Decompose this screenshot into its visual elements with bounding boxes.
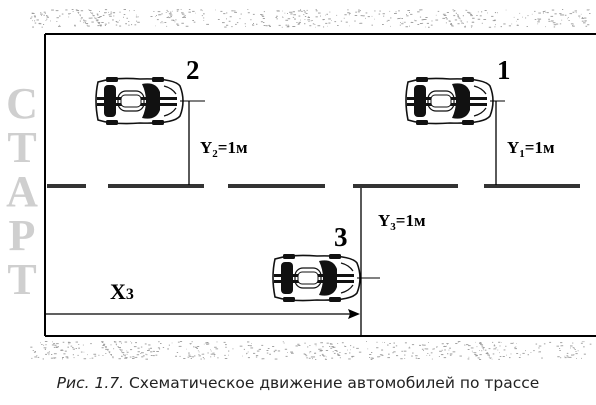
car-3-distance-label: Y3=1м — [378, 211, 426, 233]
figure-number: Рис. 1.7. — [56, 374, 125, 392]
x3-label: X3 — [110, 281, 134, 303]
distance-index: 2 — [212, 148, 218, 160]
distance-symbol: Y — [507, 138, 520, 157]
top-border-texture — [30, 9, 591, 28]
distance-value: =1м — [217, 138, 248, 157]
distance-symbol: Y — [200, 138, 213, 157]
figure-title: Схематическое движение автомобилей по тр… — [128, 374, 540, 392]
distance-index: 3 — [390, 221, 396, 233]
x3-symbol: X — [110, 279, 126, 304]
car-3-number: 3 — [334, 222, 348, 252]
distance-value: =1м — [524, 138, 555, 157]
x3-index: 3 — [125, 286, 134, 303]
start-letter: С — [6, 79, 38, 128]
start-letter: Т — [7, 255, 37, 304]
x3-arrow-head — [348, 309, 360, 319]
start-letter: Р — [8, 211, 36, 260]
car-2 — [95, 76, 184, 126]
car-2-distance-label: Y2=1м — [200, 138, 248, 160]
distance-symbol: Y — [378, 211, 391, 230]
start-letter: А — [6, 167, 38, 216]
bottom-border-texture — [30, 341, 592, 360]
start-label: С Т А Р Т — [0, 79, 44, 302]
distance-index: 1 — [519, 148, 525, 160]
car-1-number: 1 — [497, 55, 511, 85]
distance-value: =1м — [395, 211, 426, 230]
figure-caption: Рис. 1.7. Схематическое движение автомоб… — [0, 374, 596, 392]
car-2-number: 2 — [186, 55, 200, 85]
car-1 — [405, 76, 494, 126]
start-letter: Т — [7, 123, 37, 172]
car-1-distance-label: Y1=1м — [507, 138, 555, 160]
car-3 — [272, 253, 361, 303]
